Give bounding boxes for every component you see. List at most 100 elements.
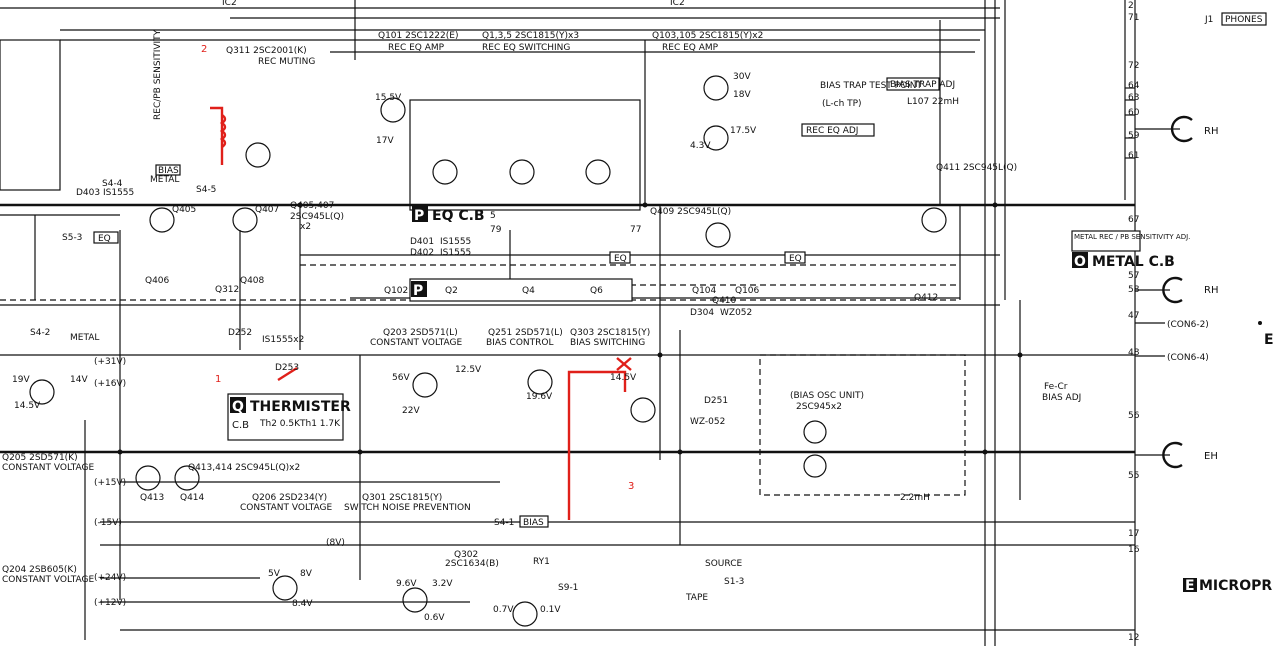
transistor-q405 (149, 207, 175, 233)
jacks (1162, 115, 1262, 469)
eq-label-right: EQ (789, 254, 802, 264)
q101-label: Q101 2SC1222(E) (378, 31, 458, 41)
q408-label: Q408 (240, 276, 265, 286)
pin-60: 60 (1128, 108, 1140, 118)
red-mod-path-3 (567, 370, 627, 520)
voltage-17-5v: 17.5V (730, 126, 757, 136)
rec-eq-amp-label-2: REC EQ AMP (662, 43, 719, 53)
voltage-5v: 5V (268, 569, 281, 579)
bias-control-label: BIAS CONTROL (486, 338, 554, 348)
ry1-label: RY1 (533, 557, 550, 567)
con6-2-label: (CON6-2) (1167, 320, 1209, 330)
bias-switching-label: BIAS SWITCHING (570, 338, 645, 348)
pin-67: 67 (1128, 215, 1139, 225)
transistor-q302 (512, 601, 538, 627)
voltage-14-5v: 14.5V (14, 401, 41, 411)
transistor-q5 (585, 159, 611, 185)
q-badge: Q (232, 399, 244, 415)
pin-47: 47 (1128, 311, 1139, 321)
bias-box-label: BIAS (523, 518, 544, 528)
jack-rh2 (1162, 276, 1183, 304)
red-coil-mod (219, 114, 227, 148)
s1-3-label: S1-3 (724, 577, 744, 587)
transistor-q251 (527, 369, 553, 395)
q407-label: Q407 (255, 205, 279, 215)
eq-box-left (93, 231, 119, 244)
j1-label: J1 (1204, 15, 1213, 25)
transistor-osc2 (803, 454, 827, 478)
ic2-label-b: IC2 (670, 0, 685, 8)
l107-label: L107 22mH (907, 97, 959, 107)
rh-label-2: RH (1204, 285, 1218, 296)
annotation-mark-1: 1 (215, 374, 221, 385)
pin-17: 17 (1128, 529, 1139, 539)
s5-3-label: S5-3 (62, 233, 82, 243)
q102-label: Q102 (384, 286, 408, 296)
s4-1-label: S4-1 (494, 518, 514, 528)
thermister-label: THERMISTER (250, 399, 351, 415)
is1555-label-2: IS1555 (440, 248, 471, 258)
q312-label: Q312 (215, 285, 239, 295)
wz052-label: WZ052 (720, 308, 752, 318)
vm15-label: (-15V) (94, 518, 122, 528)
rh-label-1: RH (1204, 126, 1218, 137)
voltage-15-5v: 15.5V (375, 93, 402, 103)
v12-label: (+12V) (94, 598, 126, 608)
jack-rh1 (1170, 115, 1193, 143)
pin-63: 63 (1128, 93, 1139, 103)
q301-label: Q301 2SC1815(Y) (362, 493, 442, 503)
q302-type-label: 2SC1634(B) (445, 559, 499, 569)
phones-box (1221, 12, 1267, 26)
pin-55: 55 (1128, 471, 1139, 481)
pin-59: 59 (1128, 131, 1140, 141)
transistor-q206 (272, 575, 298, 601)
q413-414-label: Q413,414 2SC945L(Q)x2 (188, 463, 300, 473)
th1-label: Th1 1.7K (299, 419, 341, 429)
voltage-9-6v: 9.6V (396, 579, 417, 589)
pin-71: 71 (1128, 13, 1139, 23)
is1555x2-label: IS1555x2 (262, 335, 304, 345)
th2-label: Th2 0.5K (259, 419, 301, 429)
q103-105-label: Q103,105 2SC1815(Y)x2 (652, 31, 763, 41)
transistor-q407 (232, 207, 258, 233)
metal2-label: METAL (70, 333, 99, 343)
is1555-label-1: IS1555 (440, 237, 471, 247)
eq-box-mid (609, 251, 631, 264)
q302-label: Q302 (454, 550, 478, 560)
transistor-q205 (29, 379, 55, 405)
transistor-q414 (174, 465, 200, 491)
const-v2-label: CONSTANT VOLTAGE (240, 503, 332, 513)
transistor-osc1 (803, 420, 827, 444)
s4-1-bias-box (519, 515, 549, 528)
v31-label: (+31V) (94, 357, 126, 367)
eq-label-left: EQ (98, 234, 111, 244)
pin-72: 72 (1128, 61, 1139, 71)
eq-label-mid: EQ (614, 254, 627, 264)
p-badge: P (414, 208, 424, 224)
pin-77: 77 (630, 225, 641, 235)
q412-label: Q412 (914, 293, 938, 303)
bias-trap-box (886, 77, 940, 91)
red-annotations (210, 106, 632, 520)
s4-5-label: S4-5 (196, 185, 216, 195)
metal-rec-label: METAL REC / PB SENSITIVITY ADJ. (1074, 233, 1190, 241)
transistor-q413 (135, 465, 161, 491)
pin-58: 58 (1128, 285, 1140, 295)
eq-box-right (784, 251, 806, 264)
q2-label: Q2 (445, 286, 458, 296)
metal-rec-box (1071, 230, 1141, 252)
q205-label: Q205 2SD571(K) (2, 453, 78, 463)
cb-label: C.B (232, 420, 249, 431)
voltage-19v: 19V (12, 375, 30, 385)
q203-label: Q203 2SD571(L) (383, 328, 458, 338)
transistor-q409 (705, 222, 731, 248)
q1-3-5-label: Q1,3,5 2SC1815(Y)x3 (482, 31, 579, 41)
d251-label: D251 (704, 396, 728, 406)
rec-muting-label: REC MUTING (258, 57, 315, 67)
const-v4-label: CONSTANT VOLTAGE (2, 575, 94, 585)
o-badge: O (1074, 254, 1086, 270)
rec-pb-sensitivity-label: REC/PB SENSITIVITY (153, 29, 163, 120)
q413-label: Q413 (140, 493, 164, 503)
q2sc945-label: 2SC945L(Q) (290, 212, 344, 222)
